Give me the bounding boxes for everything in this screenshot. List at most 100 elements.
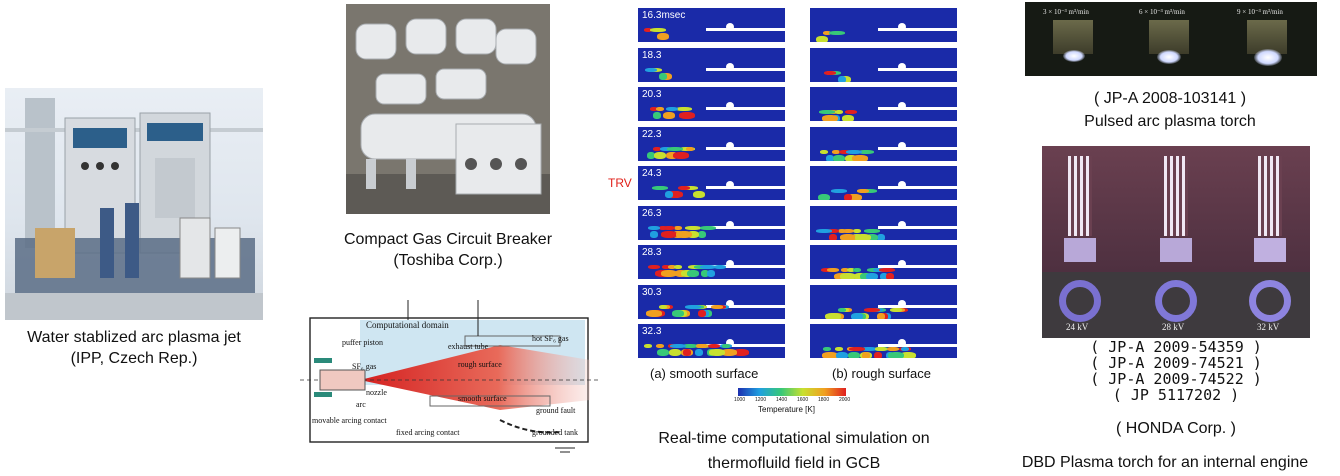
sim-time-label: 26.3 [642, 207, 662, 219]
sim-panel-rough [810, 284, 957, 319]
temperature-blob [825, 312, 841, 319]
temperature-blob [645, 67, 657, 72]
temperature-blob [833, 154, 845, 161]
temperature-blob [696, 344, 708, 348]
dbd-ring-1 [1059, 280, 1101, 322]
temperature-blob [644, 28, 652, 32]
temperature-blob [652, 186, 668, 190]
electrode-wall [706, 265, 785, 268]
temperature-blob [657, 33, 669, 40]
electrode-tip [726, 220, 734, 229]
temperature-blob [663, 112, 675, 119]
temperature-blob [667, 191, 683, 198]
caption-line: Compact Gas Circuit Breaker [343, 231, 553, 248]
temperature-blob [687, 230, 699, 238]
electrode-wall [878, 107, 957, 110]
temperature-blob [687, 270, 699, 277]
electrode-wall [878, 304, 957, 308]
colorbar-label: Temperature [K] [758, 405, 815, 414]
gas-circuit-breaker-photo [346, 4, 550, 214]
plasma-glow-3 [1254, 49, 1282, 66]
plasma-jet-photo [5, 88, 263, 320]
sim-panel-smooth: 32.3 [638, 324, 785, 358]
temperature-blob [862, 352, 870, 358]
sim-time-label: 24.3 [642, 168, 662, 179]
temperature-blob [831, 189, 847, 193]
torch-2 [1149, 20, 1189, 54]
nozzle-label: nozzle [366, 388, 387, 397]
electrode-tip [726, 339, 734, 347]
temperature-blob [886, 273, 894, 279]
sim-panel-rough [810, 324, 957, 358]
temperature-blob [668, 265, 676, 269]
colorbar-tick: 2000 [839, 397, 851, 403]
temperature-blob [689, 225, 697, 230]
temperature-blob [840, 273, 856, 279]
temperature-blob [857, 189, 869, 193]
temperature-blob [841, 268, 849, 272]
movable-contact-label: movable arcing contact [312, 416, 387, 425]
temperature-blob [835, 110, 843, 114]
temperature-blob [866, 273, 878, 279]
temperature-blob [826, 154, 834, 161]
temperature-blob [836, 352, 848, 358]
dbd-tube-3 [1258, 156, 1282, 236]
dbd-cap-3 [1254, 238, 1286, 262]
trv-label: TRV [608, 176, 632, 190]
temperature-blob [661, 270, 677, 277]
temperature-blob [866, 233, 878, 240]
patent-line: ( JP-A 2009-74522 ) [1090, 370, 1262, 388]
temperature-blob [721, 349, 737, 356]
temperature-blob [855, 233, 871, 240]
sim-panel-rough [810, 47, 957, 82]
temperature-blob [840, 233, 856, 240]
gcb-caption: Compact Gas Circuit Breaker (Toshiba Cor… [318, 229, 578, 271]
temperature-blob [851, 312, 863, 319]
temperature-blob [678, 186, 690, 190]
plasma-glow-2 [1157, 50, 1181, 64]
temperature-blob [822, 115, 838, 121]
temperature-blob [877, 312, 885, 319]
electrode-tip [898, 141, 906, 150]
temperature-blob [698, 309, 706, 317]
sim-panel-smooth: 24.3 [638, 166, 785, 200]
sim-panel-rough [810, 87, 957, 121]
computational-domain-label: Computational domain [366, 320, 449, 330]
temperature-blob [900, 352, 916, 358]
electrode-wall [706, 107, 785, 110]
temperature-blob [698, 230, 706, 238]
temperature-blob [707, 270, 715, 277]
gcb-schematic: Computational domain puffer piston SF₆ g… [300, 300, 600, 460]
temperature-blob [733, 349, 749, 356]
temperature-blob [673, 151, 689, 159]
sim-time-label: 32.3 [642, 326, 662, 337]
sim-time-label: 30.3 [642, 286, 662, 298]
electrode-wall [706, 186, 785, 189]
temperature-blob [846, 149, 862, 154]
temperature-blob [686, 146, 694, 151]
sim-panel-smooth: 18.3 [638, 47, 785, 82]
temperature-blob [682, 344, 698, 348]
temperature-blob [653, 146, 661, 151]
temperature-blob [708, 344, 720, 348]
temperature-blob [682, 186, 698, 190]
temperature-blob [660, 146, 672, 151]
dbd-title-caption: DBD Plasma torch for an internal engine [1021, 454, 1309, 471]
temperature-blob [650, 107, 658, 111]
temperature-blob [844, 194, 852, 200]
electrode-tip [726, 102, 734, 110]
sim-time-label: 28.3 [642, 247, 662, 258]
dbd-patents: ( JP-A 2009-54359 ) ( JP-A 2009-74521 ) … [1040, 339, 1312, 403]
temperature-blob [701, 270, 709, 277]
temperature-blob [656, 344, 664, 348]
electrode-wall [706, 28, 785, 31]
col-b-label: (b) rough surface [832, 366, 931, 381]
temperature-blob [683, 349, 691, 356]
temperature-blob [816, 36, 828, 42]
electrode-wall [878, 265, 957, 268]
temperature-blob [842, 228, 854, 233]
temperature-blob [714, 265, 726, 269]
dbd-cap-2 [1160, 238, 1192, 262]
temperature-blob [832, 149, 840, 154]
patent-line: ( JP-A 2009-74521 ) [1090, 354, 1262, 372]
